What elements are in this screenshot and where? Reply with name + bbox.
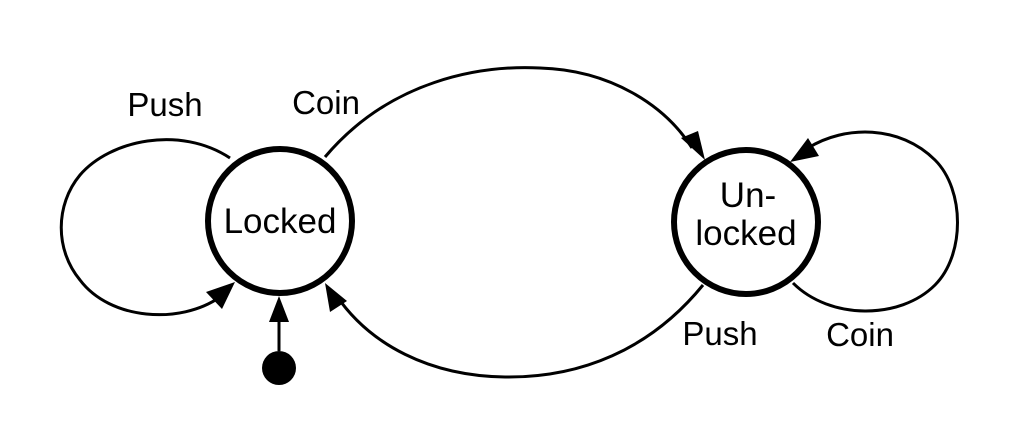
unlocked-coin-arrowhead [790, 138, 819, 162]
initial-state-arrowhead [269, 296, 289, 322]
unlocked-state-label-line2: locked [695, 214, 796, 253]
unlocked-to-locked-edge [334, 284, 705, 379]
unlocked-coin-label: Coin [826, 316, 894, 353]
state-unlocked: Un- locked [671, 147, 821, 297]
locked-push-loop-edge [59, 138, 231, 317]
locked-push-arrowhead [206, 282, 235, 309]
locked-state-circle [205, 146, 355, 296]
initial-state-dot [262, 351, 296, 385]
locked-push-label: Push [127, 86, 202, 123]
transition-unlocked-coin: Coin [790, 130, 959, 353]
transition-locked-push: Push [59, 86, 235, 317]
transition-locked-to-unlocked-coin: Coin [292, 66, 705, 160]
locked-to-unlocked-arrowhead [681, 131, 705, 160]
unlocked-coin-loop-edge [791, 130, 959, 313]
locked-coin-label: Coin [292, 84, 360, 121]
unlocked-state-label-line1: Un- [720, 176, 776, 215]
state-locked: Locked [205, 146, 355, 296]
initial-state-marker [262, 296, 296, 385]
transition-unlocked-to-locked-push: Push [325, 283, 758, 379]
locked-state-label: Locked [224, 202, 337, 241]
unlocked-to-locked-arrowhead [325, 283, 347, 312]
unlocked-state-circle [671, 147, 821, 297]
unlocked-push-label: Push [682, 315, 757, 352]
locked-to-unlocked-edge [323, 66, 694, 158]
